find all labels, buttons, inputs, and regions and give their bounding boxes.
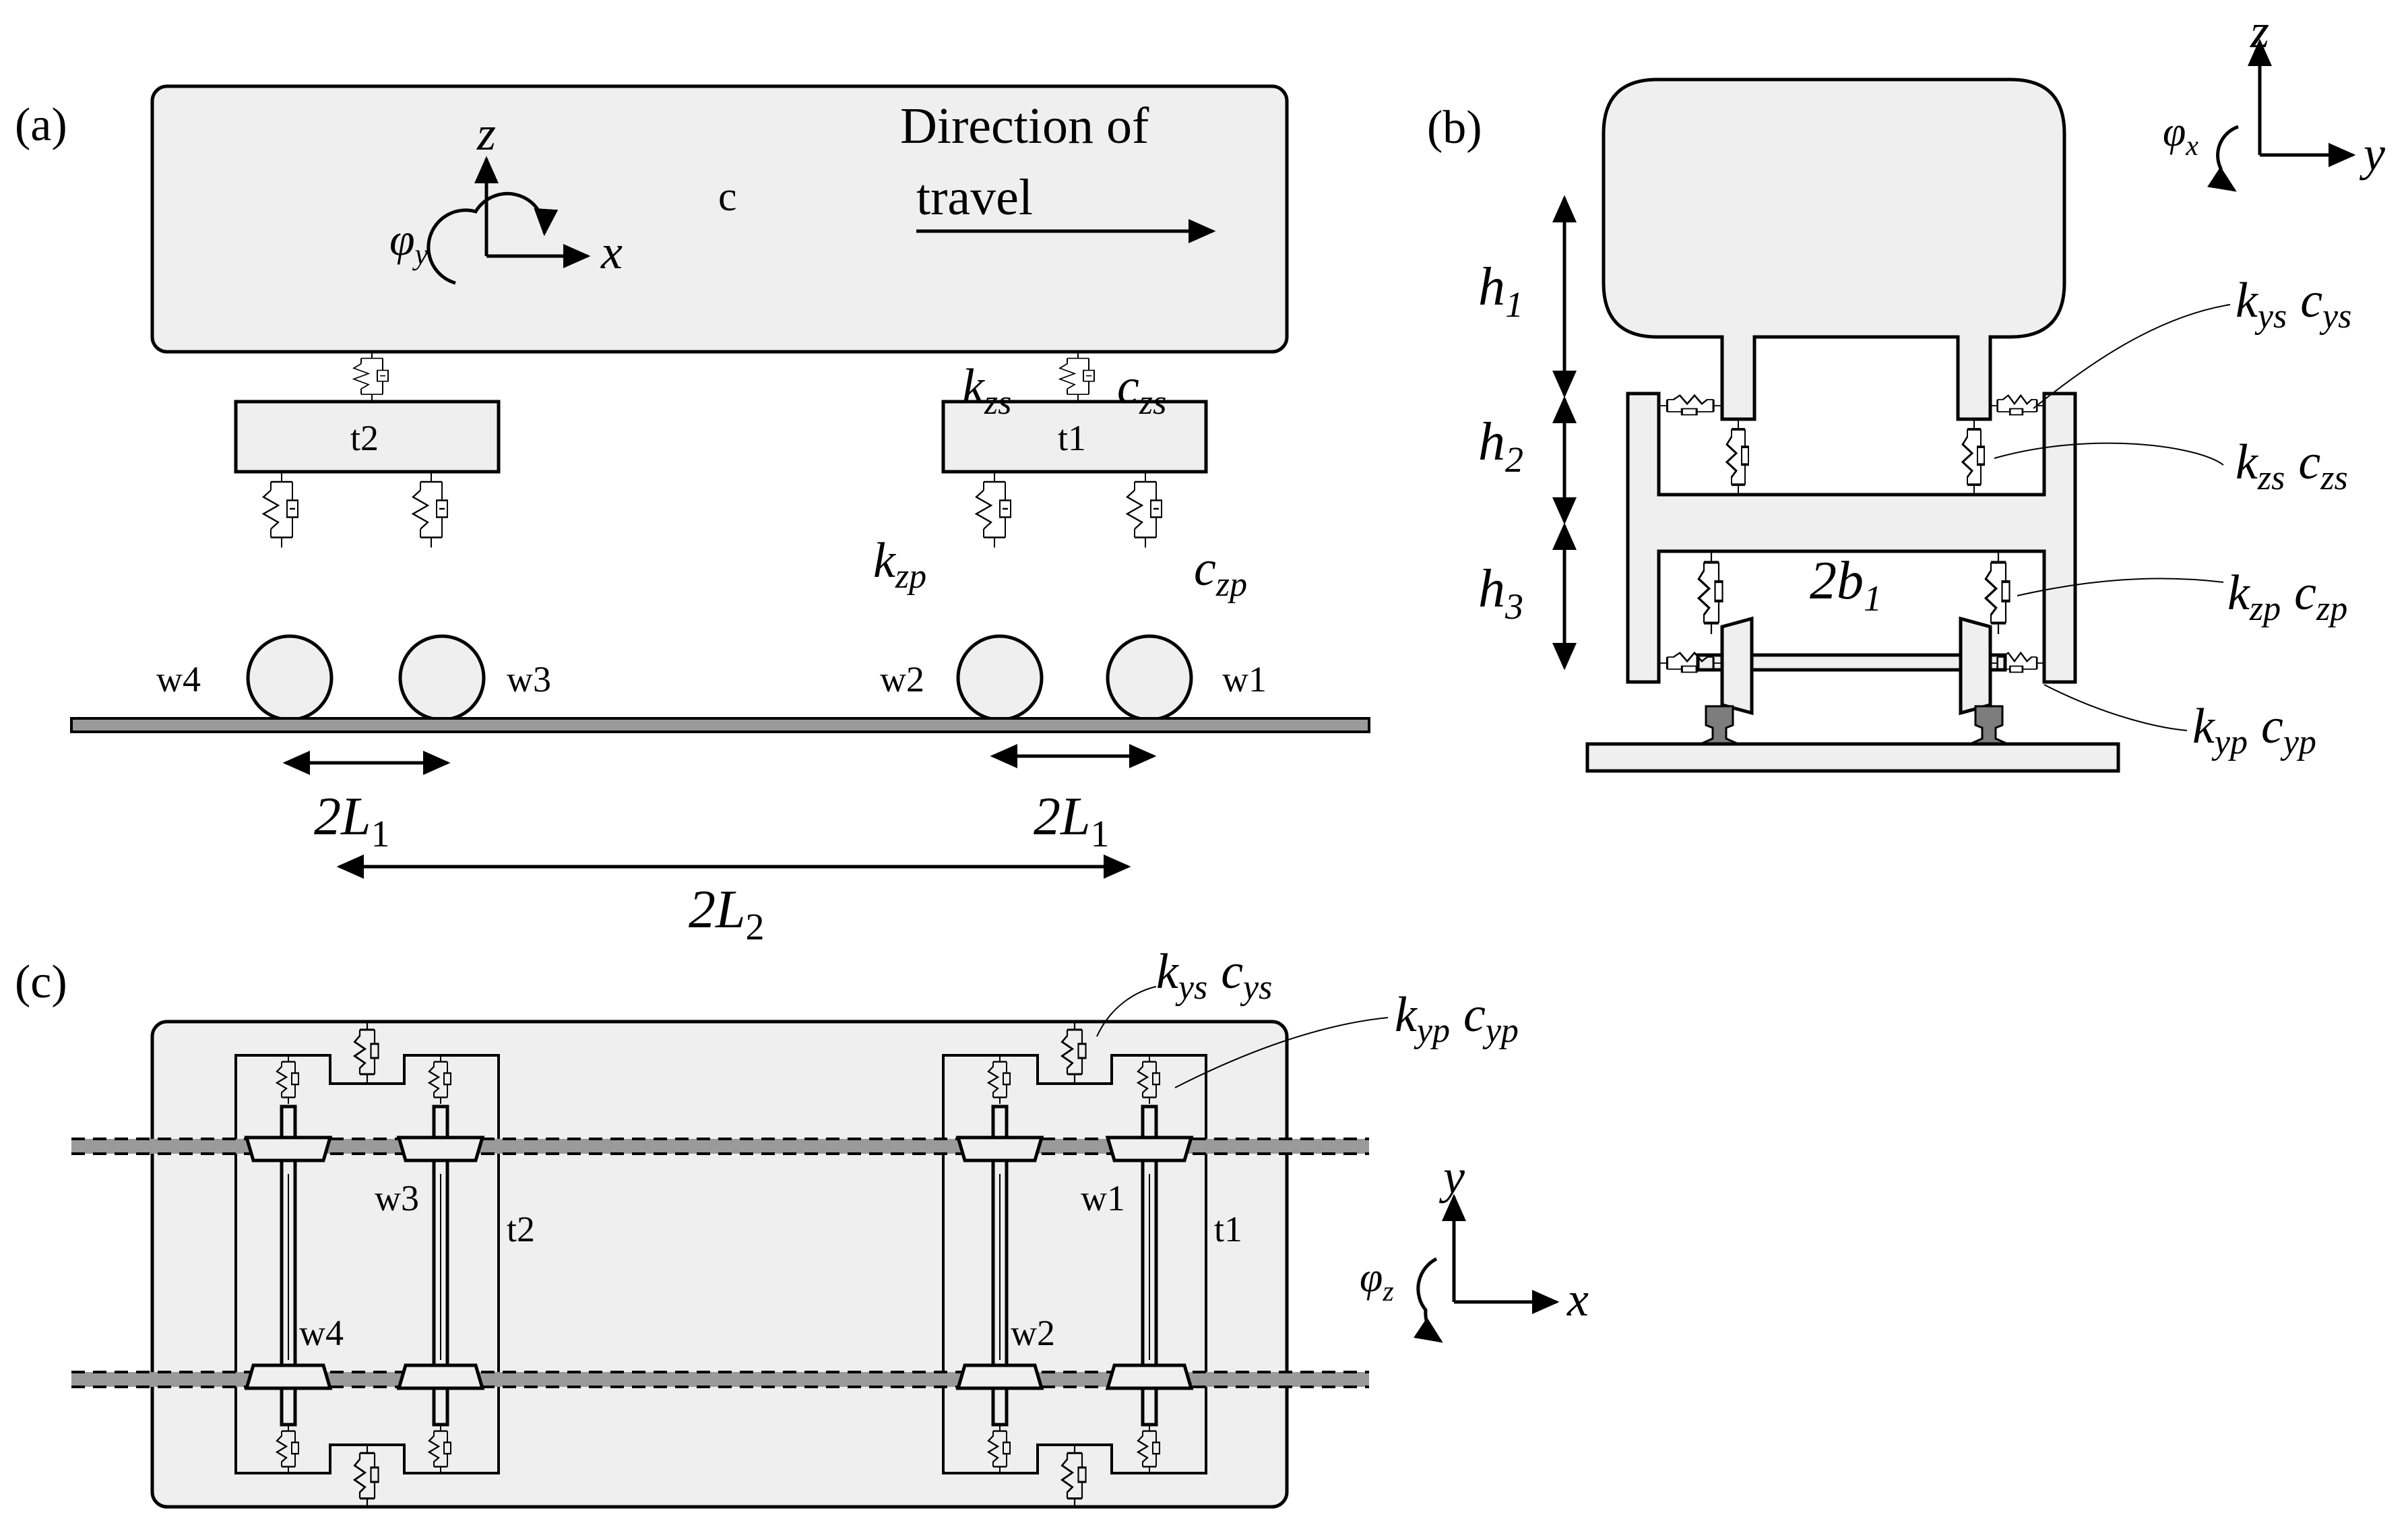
- secondary-suspension-2: [353, 351, 389, 402]
- axis-x-label-c: x: [1566, 1272, 1589, 1326]
- car-label: c: [718, 174, 737, 220]
- car-body-plan: [150, 1020, 1289, 1509]
- wheelset-w1-plan: [1105, 1105, 1194, 1427]
- rot-x-arrow-b: [2207, 125, 2239, 192]
- wheel-w1-label: w1: [1222, 659, 1267, 700]
- bogie-frame-cross-section: [1626, 392, 2077, 684]
- rail-side: [70, 717, 1370, 733]
- rot-z-label-c: φz: [1360, 1255, 1394, 1307]
- wheel-w4-plan-label: w4: [299, 1313, 344, 1353]
- wheel-w3-label: w3: [507, 659, 551, 700]
- car-body-cross-section: [1602, 77, 2066, 421]
- rot-y-label: φy: [389, 214, 429, 271]
- secondary-vertical-right: [1961, 418, 1986, 497]
- axis-y-label-b: y: [2359, 127, 2385, 181]
- bogie-t2-plan-label: t2: [507, 1209, 535, 1249]
- wheel-w4: [246, 634, 334, 722]
- primary-suspension-w2: [975, 470, 1012, 549]
- bogie-t1: [941, 400, 1208, 474]
- rot-y-arrow: [426, 191, 559, 285]
- kzp-label: kzp: [873, 533, 926, 596]
- bogie-t2: [234, 400, 501, 474]
- bogie-t1-plan: [942, 1054, 1207, 1474]
- secondary-lateral-right: [1989, 394, 2046, 416]
- czp-label: czp: [1194, 541, 1247, 604]
- axis-x-label: x: [600, 225, 623, 279]
- panel-b-label: (b): [1427, 102, 1482, 154]
- secondary-suspension-1: [1059, 351, 1095, 402]
- h1-label: h1: [1478, 257, 1523, 325]
- axis-z-label-b: z: [2250, 4, 2269, 58]
- primary-vertical-left: [1699, 551, 1722, 634]
- direction-label: Direction of: [900, 98, 1149, 154]
- leader-kzp: [2017, 578, 2224, 596]
- primary-suspension-w1: [1126, 470, 1163, 549]
- kzs-label: kzs: [962, 359, 1011, 422]
- bogie-t2-label: t2: [350, 418, 379, 458]
- wheel-left-cross-section: [1720, 616, 1754, 716]
- rot-z-arrow-c: [1414, 1257, 1443, 1343]
- leader-kyp-c: [1174, 1017, 1389, 1088]
- wheelset-w2-plan: [955, 1105, 1044, 1427]
- wheel-w3: [398, 634, 486, 722]
- wheelset-w4-plan: [244, 1105, 333, 1427]
- h3-label: h3: [1478, 559, 1523, 627]
- wheel-w1-plan-label: w1: [1081, 1178, 1125, 1218]
- panel-a-label: (a): [15, 99, 67, 151]
- 2b1-label: 2b1: [1810, 551, 1882, 619]
- wheel-w3-plan-label: w3: [375, 1178, 419, 1218]
- wheelset-w3-plan: [396, 1105, 485, 1427]
- dim-2L1-left-label: 2L1: [314, 787, 390, 855]
- panel-c: (c): [15, 944, 1589, 1509]
- secondary-vertical-left: [1725, 418, 1750, 497]
- primary-suspension-w4: [262, 470, 299, 549]
- travel-label: travel: [916, 169, 1033, 226]
- bogie-t1-label: t1: [1058, 418, 1086, 458]
- primary-vertical-right: [1986, 551, 2009, 634]
- rot-x-label-b: φx: [2163, 109, 2198, 162]
- panel-c-label: (c): [15, 956, 67, 1008]
- wheel-w1: [1106, 634, 1193, 722]
- axis-y-label-c: y: [1438, 1150, 1465, 1204]
- leader-kzs: [1994, 442, 2224, 466]
- axle-cross-section: [1696, 653, 2007, 672]
- wheel-w4-label: w4: [156, 659, 201, 700]
- panel-a: (a) c Direction of travel z x φy t2 t1 k…: [15, 84, 1370, 948]
- primary-suspension-w3: [412, 470, 449, 549]
- ground-slab: [1585, 742, 2120, 773]
- leader-kys-c: [1096, 986, 1157, 1037]
- secondary-lateral-left: [1657, 394, 1723, 416]
- car-body: [150, 84, 1289, 354]
- bogie-t2-plan: [234, 1054, 500, 1474]
- dim-2L2-label: 2L2: [689, 880, 765, 948]
- leader-kys: [2033, 304, 2231, 409]
- h2-label: h2: [1478, 412, 1523, 480]
- wheel-w2-label: w2: [880, 659, 924, 700]
- leader-kyp: [2043, 684, 2188, 731]
- wheel-right-cross-section: [1959, 616, 1992, 716]
- czs-label: czs: [1117, 359, 1166, 422]
- dim-2L1-right-label: 2L1: [1034, 787, 1110, 855]
- panel-b: (b) z y φx h1: [1427, 4, 2385, 773]
- wheel-w2: [956, 634, 1044, 722]
- bogie-t1-plan-label: t1: [1214, 1209, 1242, 1249]
- wheel-w2-plan-label: w2: [1011, 1313, 1055, 1353]
- axis-z-label: z: [476, 106, 496, 160]
